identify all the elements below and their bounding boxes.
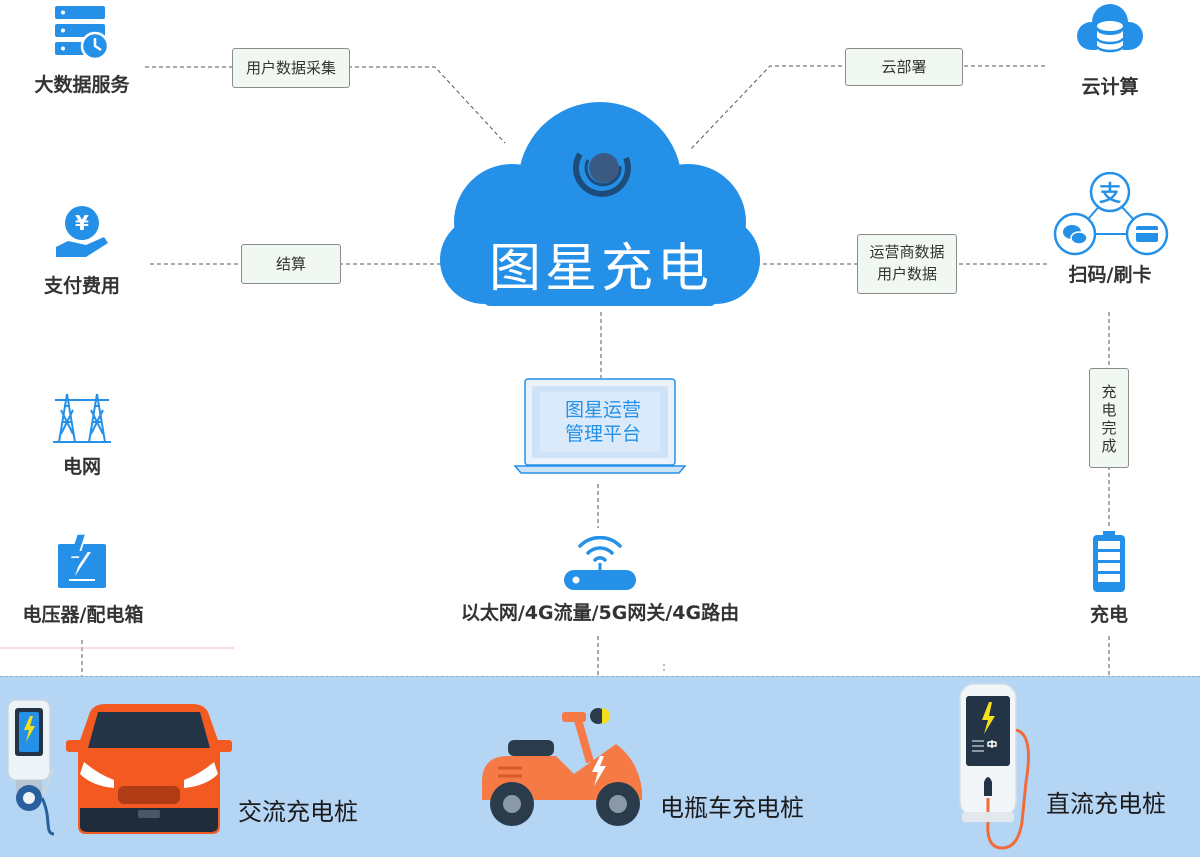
payment-node: ¥ 支付费用 xyxy=(22,203,142,298)
dc-charger-label: 直流充电桩 xyxy=(1046,790,1166,818)
cloud-computing-label: 云计算 xyxy=(1081,76,1139,98)
hand-yen-icon: ¥ xyxy=(56,206,108,257)
big-data-node: 大数据服务 xyxy=(22,4,142,97)
network-node: 以太网/4G流量/5G网关/4G路由 xyxy=(428,530,772,625)
platform-title: 图星充电 xyxy=(488,239,713,299)
wifi-router-icon xyxy=(564,535,636,590)
network-label: 以太网/4G流量/5G网关/4G路由 xyxy=(460,602,740,624)
payment-label: 支付费用 xyxy=(43,275,120,297)
scan-card-label: 扫码/刷卡 xyxy=(1068,264,1152,286)
charging-label: 充电 xyxy=(1089,604,1128,626)
dc-charger-icon xyxy=(959,683,1030,850)
operator-data-line2: 用户数据 xyxy=(876,265,937,283)
big-data-label: 大数据服务 xyxy=(34,74,130,96)
charge-complete-label: 充 电 完 成 xyxy=(1089,368,1129,468)
settlement-label: 结算 xyxy=(241,244,341,284)
svg-text:¥: ¥ xyxy=(75,211,89,235)
server-database-icon xyxy=(55,6,110,60)
operator-data-line1: 运营商数据 xyxy=(869,243,945,261)
cloud-database-icon xyxy=(1077,4,1143,59)
transformer-label: 电压器/配电箱 xyxy=(22,604,144,626)
platform-name-line1: 图星运营 xyxy=(564,399,641,421)
cloud-computing-node: 云计算 xyxy=(1050,2,1170,99)
alipay-wechat-card-icon: 支 xyxy=(1053,172,1169,256)
charging-node: 充电 xyxy=(1050,530,1168,627)
transformer-node: 电压器/配电箱 xyxy=(0,532,166,627)
cloud-deploy-label: 云部署 xyxy=(845,48,963,86)
scan-card-node: 支 扫码/刷卡 xyxy=(1046,172,1174,287)
distribution-box-icon xyxy=(58,534,106,588)
ebike-charger-label: 电瓶车充电桩 xyxy=(660,794,804,822)
charge-complete-char: 完 xyxy=(1101,419,1117,437)
charge-complete-char: 成 xyxy=(1101,437,1117,455)
power-tower-icon xyxy=(53,393,111,443)
battery-icon xyxy=(1093,531,1125,592)
operator-data-label: 运营商数据 用户数据 xyxy=(857,234,957,294)
charge-complete-char: 电 xyxy=(1101,401,1117,419)
svg-text:支: 支 xyxy=(1099,182,1122,207)
charge-complete-char: 充 xyxy=(1101,383,1117,401)
platform-name-line2: 管理平台 xyxy=(564,423,641,445)
ac-charger-car-icon xyxy=(7,699,232,836)
grid-node: 电网 xyxy=(22,386,142,479)
planet-logo-icon xyxy=(573,152,631,197)
central-cloud xyxy=(440,102,760,306)
grid-label: 电网 xyxy=(62,456,101,478)
ac-charger-label: 交流充电桩 xyxy=(238,798,358,826)
scooter-icon xyxy=(482,708,642,826)
platform-name: 图星运营 管理平台 xyxy=(540,398,666,446)
data-collection-label: 用户数据采集 xyxy=(232,48,350,88)
laptop-icon xyxy=(514,378,686,474)
